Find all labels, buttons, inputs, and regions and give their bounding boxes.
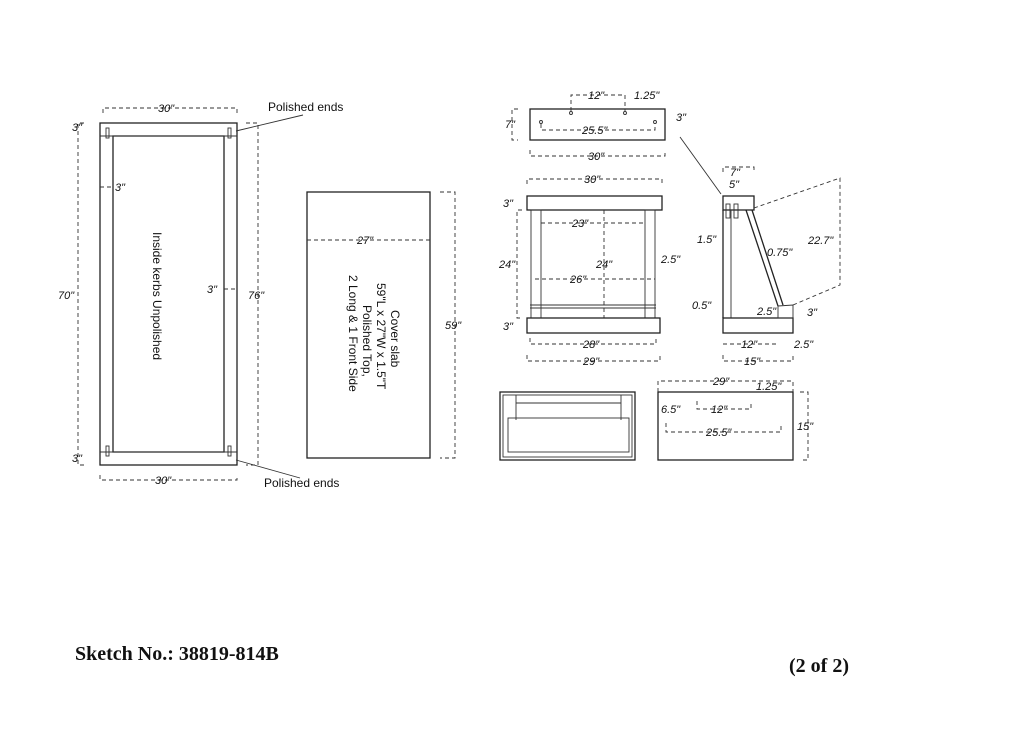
front-width: 30" [584, 174, 601, 186]
side-diag: 22.7" [807, 235, 834, 247]
top-hole-span: 25.5" [581, 125, 608, 137]
front-mid: 26" [569, 274, 587, 286]
side-gap: 0.5" [692, 300, 712, 312]
slab-width: 27" [356, 235, 374, 247]
base-plan: 29" 1.25" 6.5" 12" 25.5" 15" [657, 376, 814, 461]
headstone-top-view: 12" 1.25" 25.5" 7" 3" 30" [505, 90, 687, 163]
side-view: 7" 5" 1.5" 0.75" 22.7" 0.5" 2.5" 3" 12" … [679, 136, 841, 368]
slab-length: 59" [445, 320, 462, 332]
slab-note-1: Cover slab [388, 310, 402, 368]
kerb-thickness-left: 3" [115, 182, 126, 194]
page-indicator: (2 of 2) [789, 655, 849, 677]
top-width: 30" [588, 151, 605, 163]
top-height: 7" [505, 119, 516, 131]
plan-offset: 6.5" [661, 404, 681, 416]
kerb-thickness-right: 3" [207, 284, 218, 296]
kerb-length-inner: 70" [58, 290, 75, 302]
plan-depth: 15" [797, 421, 814, 433]
kerb-bottom-end: 3" [72, 453, 83, 465]
kerbs-plan: 30" 30" 3" 70" 3" 76" 3" 3" Polished end… [58, 100, 343, 490]
side-base-offset: 2.5" [793, 339, 814, 351]
front-post: 2.5" [660, 254, 681, 266]
kerb-bottom-width: 30" [155, 475, 172, 487]
plan-edge: 1.25" [756, 381, 782, 393]
front-top: 3" [503, 198, 514, 210]
front-inner: 23" [571, 218, 589, 230]
top-edge: 1.25" [634, 90, 660, 102]
plan-spacing: 12" [711, 404, 728, 416]
front-base-outer: 29" [582, 356, 600, 368]
top-spacing: 12" [588, 90, 605, 102]
slab-note-4: 2 Long & 1 Front Side [346, 275, 360, 392]
sketch-number: Sketch No.: 38819-814B [75, 643, 279, 665]
side-base-total: 15" [744, 356, 761, 368]
side-base-inner: 12" [741, 339, 758, 351]
kerb-length-outer: 76" [248, 290, 265, 302]
side-small: 2.5" [756, 306, 777, 318]
polished-ends-top: Polished ends [268, 100, 343, 114]
side-top-inner: 5" [729, 179, 740, 191]
polished-ends-bottom: Polished ends [264, 476, 339, 490]
front-base-inner: 28" [582, 339, 600, 351]
inside-kerbs-note: Inside kerbs Unpolished [150, 232, 164, 360]
side-top-outer: 7" [730, 167, 741, 179]
base-front-section [499, 391, 636, 461]
front-view: 30" 3" 23" 24" 24" 2.5" 26" 3" 28" 29" [498, 174, 681, 368]
kerb-top-end: 3" [72, 122, 83, 134]
front-base: 3" [503, 321, 514, 333]
side-brace: 0.75" [767, 247, 793, 259]
kerb-top-width: 30" [158, 103, 175, 115]
slab-note-2: 59"L x 27"W x 1.5"T [374, 283, 388, 390]
side-upright: 1.5" [697, 234, 717, 246]
front-height: 24" [498, 259, 516, 271]
slab-note-3: Polished Top, [360, 305, 374, 377]
plan-hole-span: 25.5" [705, 427, 732, 439]
plan-width: 29" [712, 376, 730, 388]
side-base-h: 3" [807, 307, 818, 319]
top-inset: 3" [676, 112, 687, 124]
cover-slab: 27" 59" Cover slab 59"L x 27"W x 1.5"T P… [306, 191, 462, 459]
front-center: 24" [595, 259, 613, 271]
kerb-outer [99, 122, 238, 466]
